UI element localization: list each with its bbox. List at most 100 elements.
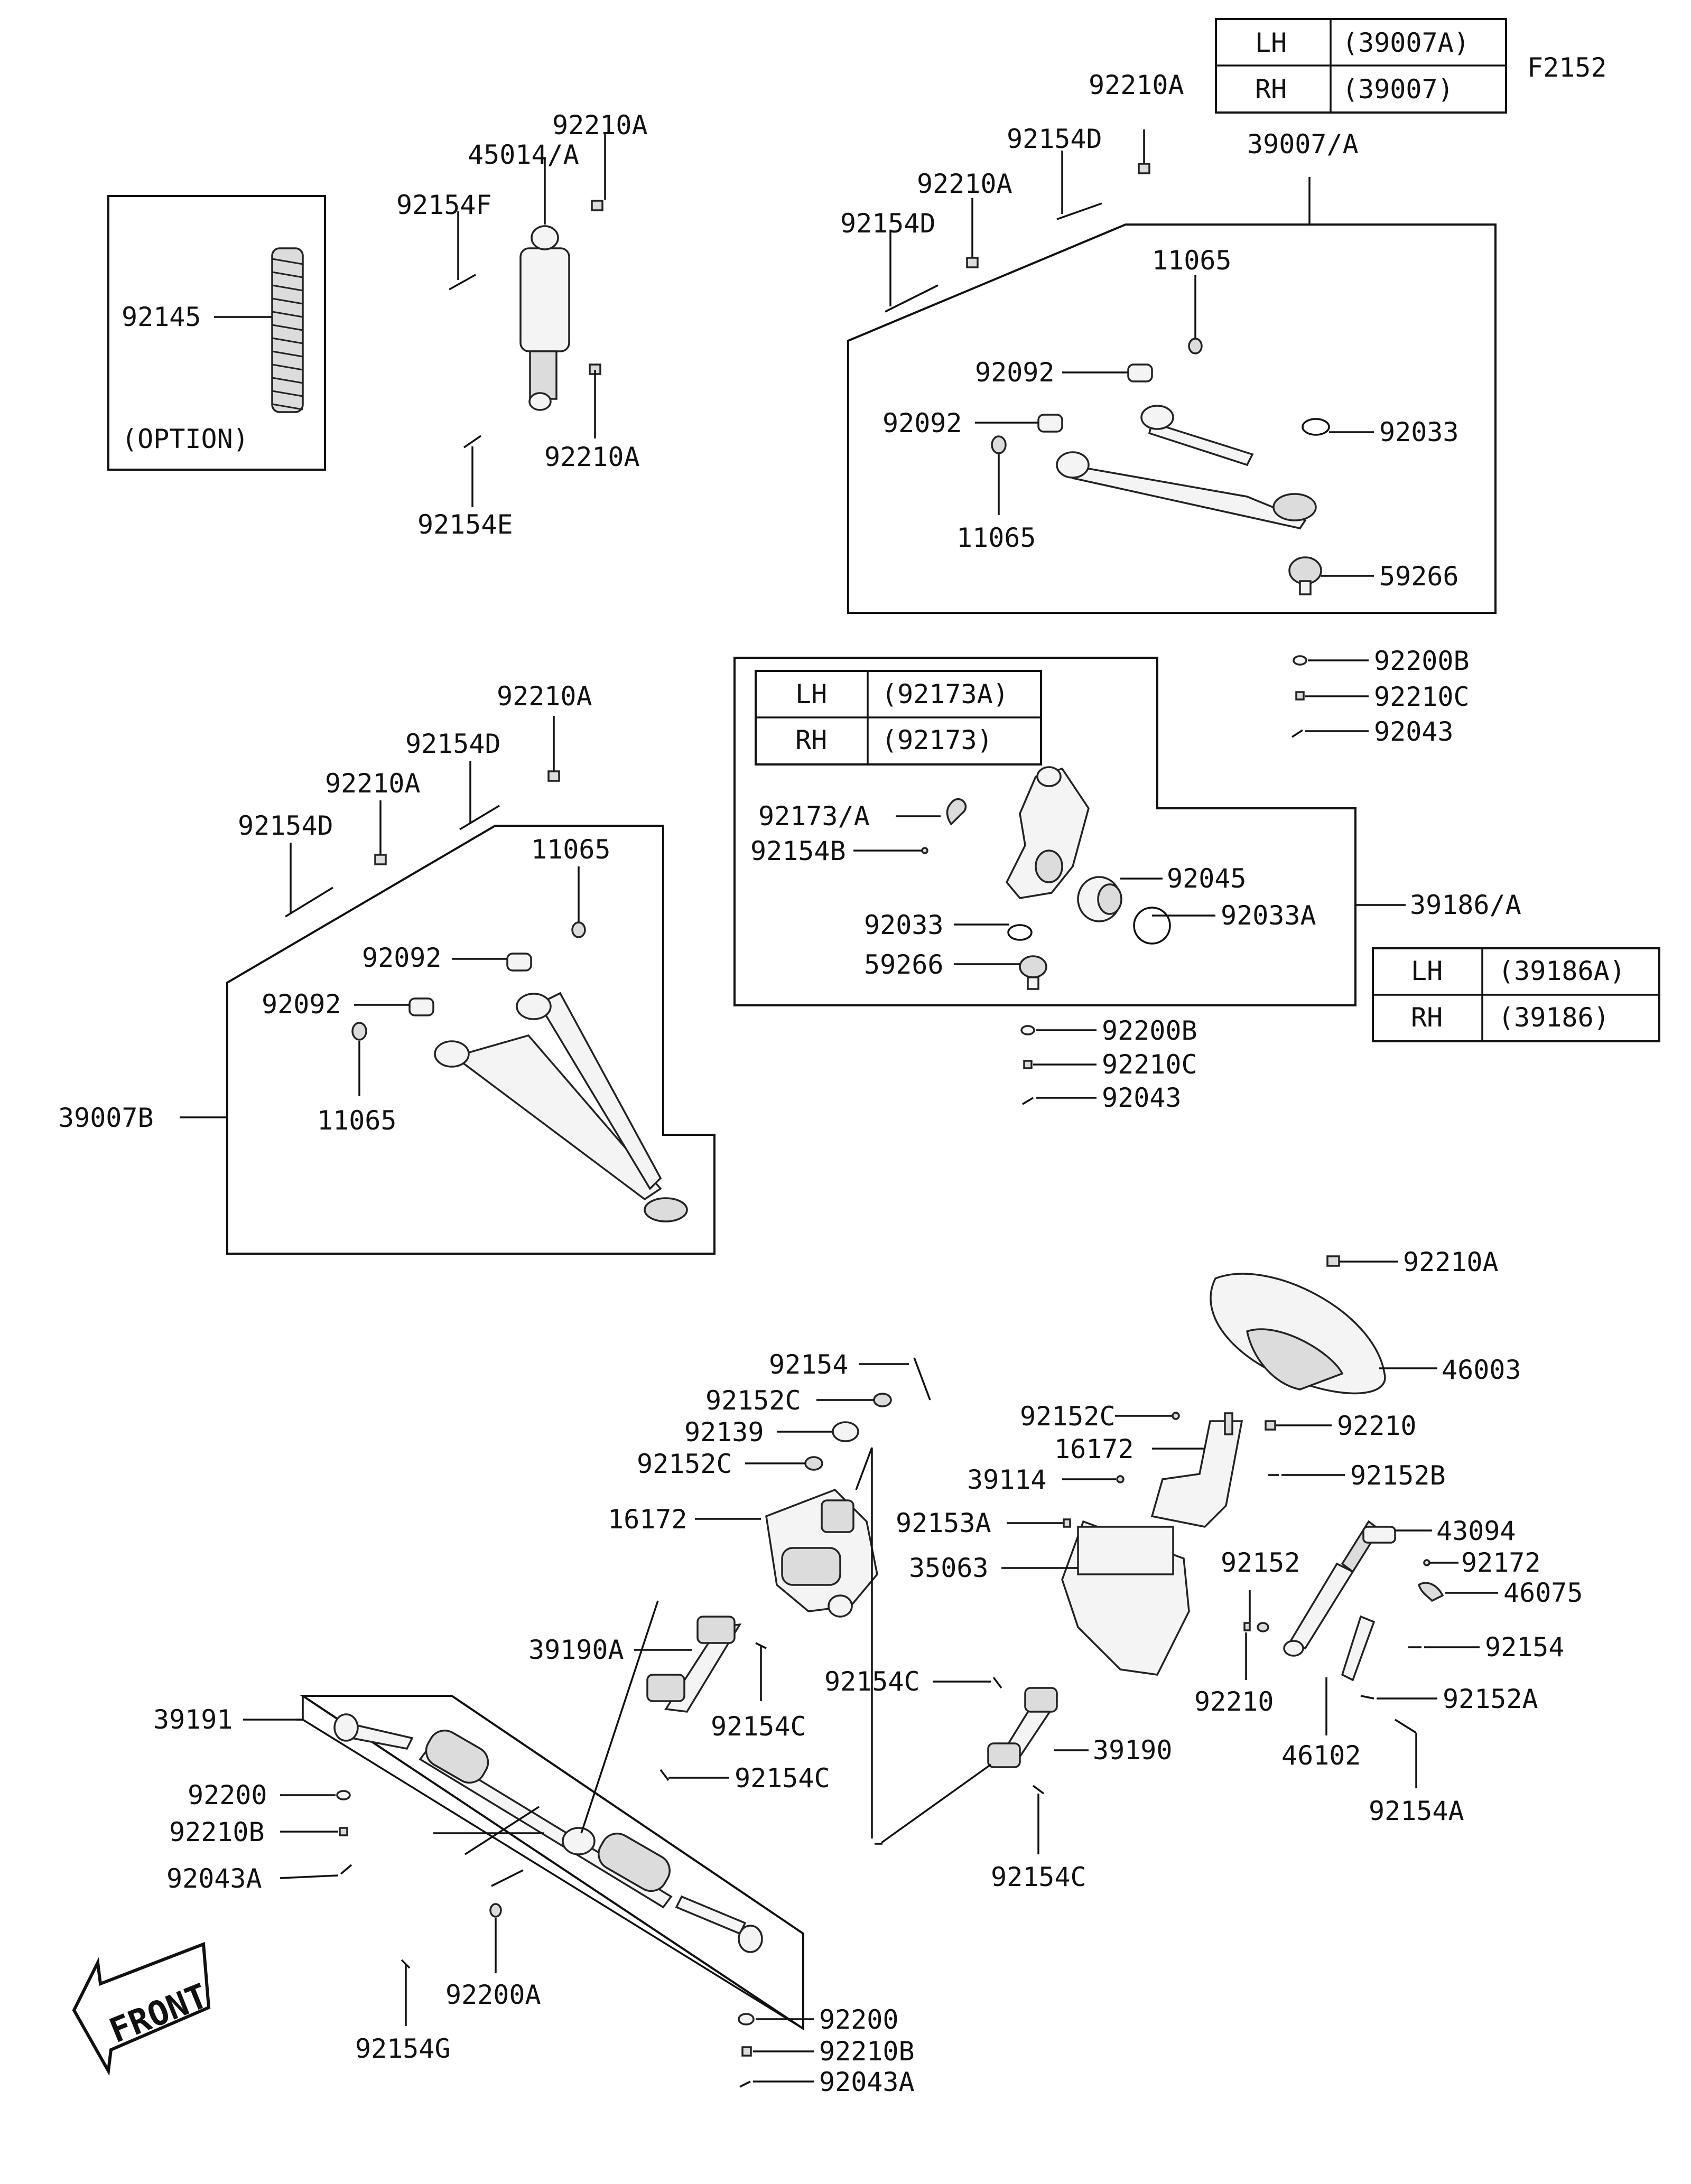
label-la-bolt-1: 92154D xyxy=(405,729,501,759)
label-lower-nut: 92210C xyxy=(1102,1049,1197,1080)
label-spring: 92145 xyxy=(122,302,201,332)
option-spring-group: 92145 (OPTION) xyxy=(107,195,326,471)
label-upper-nut: 92210C xyxy=(1374,682,1470,712)
label-rack-pin-2: 92043A xyxy=(819,2067,915,2097)
label-shaft-bolt-4: 92154C xyxy=(991,1862,1086,1892)
label-knuckle-circlip: 92033 xyxy=(864,910,944,940)
hub-table-side-lh: LH xyxy=(1411,956,1443,986)
label-rack-washer-center: 92200A xyxy=(445,1980,541,2010)
knuckle-part xyxy=(1005,766,1090,899)
label-tilt-bolt-lower: 92154A xyxy=(1369,1796,1464,1826)
label-ua-nut-1: 92210A xyxy=(1089,70,1184,100)
lower-arm-group: 39007B 92210A 92154D 92210A 92154D 11065… xyxy=(58,681,716,1255)
label-ua-bushing-2: 92092 xyxy=(882,408,962,438)
label-la-bushing-2: 92092 xyxy=(262,989,341,1020)
label-rack-nut-2: 92210B xyxy=(819,2036,915,2067)
bearing-part xyxy=(1077,876,1122,922)
front-arrow-badge: FRONT xyxy=(72,1942,213,2076)
ball-joint-lower xyxy=(1019,955,1047,990)
label-bracket-bolt: 92153A xyxy=(896,1508,991,1538)
label-shock-nut-top: 92210A xyxy=(552,110,648,141)
label-shaft-bolt-1: 92154C xyxy=(711,1711,806,1742)
label-shaft-bolt-3: 92154C xyxy=(824,1666,920,1697)
label-ua-circlip: 92033 xyxy=(1379,417,1459,447)
intermediate-shaft-upper-part xyxy=(646,1616,742,1713)
rack-part xyxy=(333,1713,763,1953)
label-tilt-bolt: 92154 xyxy=(1485,1632,1565,1663)
upper-arm-part xyxy=(1056,405,1317,529)
label-shock: 45014/A xyxy=(468,139,579,170)
lower-arm-part xyxy=(434,992,688,1222)
label-eps-washer-2: 92152C xyxy=(637,1449,732,1479)
label-knuckle-bearing: 92045 xyxy=(1167,863,1247,894)
label-rack-mount-bolt: 92154G xyxy=(355,2033,451,2064)
label-shaft-bolt-2: 92154C xyxy=(735,1763,830,1794)
spring-part xyxy=(271,247,304,413)
label-knuckle-bolt: 92154B xyxy=(750,836,846,866)
tilt-cylinder-part xyxy=(1283,1520,1396,1682)
label-ua-bolt-1: 92154D xyxy=(1007,124,1102,154)
hub-table: LH (39186A) RH (39186) xyxy=(1372,947,1660,1042)
label-shock-bolt-bottom: 92154E xyxy=(417,509,513,540)
knuckle-table-code-lh: (92173A) xyxy=(881,679,1009,710)
label-knuckle-clip: 92173/A xyxy=(758,801,870,832)
label-rack-assy: 39191 xyxy=(153,1704,233,1735)
label-col-bolt-small: 39114 xyxy=(967,1464,1047,1495)
hub-table-code-rh: (39186) xyxy=(1498,1002,1610,1033)
label-steering-wheel: 46003 xyxy=(1442,1355,1521,1385)
arm-table-side-lh: LH xyxy=(1255,27,1287,58)
upper-arm-group: 39007/A 92210A 92154D 92210A 92154D 1106… xyxy=(840,70,1497,614)
eps-unit-part xyxy=(765,1488,878,1618)
ball-joint-upper xyxy=(1288,556,1322,595)
label-tilt-end: 43094 xyxy=(1436,1516,1516,1546)
rack-group: 39191 92200 92210B 92043A 92200A 92154G xyxy=(153,1600,915,2097)
label-ua-washer-1: 11065 xyxy=(1152,245,1232,276)
label-col-washer: 92210 xyxy=(1337,1411,1417,1441)
arm-table-side-rh: RH xyxy=(1255,74,1287,105)
arm-side-table: LH (39007A) RH (39007) xyxy=(1215,18,1507,114)
steering-wheel-part xyxy=(1210,1273,1386,1395)
label-eps-bracket: 35063 xyxy=(909,1553,989,1583)
label-col-bolt-top: 92152C xyxy=(1020,1401,1116,1432)
label-tilt-nut: 92210 xyxy=(1194,1686,1274,1717)
arm-table-code-lh: (39007A) xyxy=(1342,27,1470,58)
label-lower-pin: 92043 xyxy=(1102,1082,1182,1113)
label-ua-bolt-2: 92154D xyxy=(840,208,936,239)
label-la-nut-2: 92210A xyxy=(325,768,421,799)
label-la-washer-2: 11065 xyxy=(317,1105,397,1136)
label-shock-bolt-top: 92154F xyxy=(396,190,492,220)
label-la-nut-1: 92210A xyxy=(497,681,592,712)
label-upper-arm: 39007/A xyxy=(1247,129,1359,160)
label-tilt-pin: 92152 xyxy=(1221,1547,1300,1578)
label-ua-bushing-1: 92092 xyxy=(975,357,1055,388)
steering-group: 92210A 46003 92210 92152C 16172 39114 92… xyxy=(528,1247,1583,1892)
label-lower-washer: 92200B xyxy=(1102,1015,1197,1046)
label-eps-unit: 16172 xyxy=(608,1504,687,1535)
label-la-bushing-1: 92092 xyxy=(362,942,442,973)
label-knuckle-snapring: 92033A xyxy=(1221,900,1316,931)
label-ua-washer-2: 11065 xyxy=(956,522,1036,553)
lower-balljoint-hardware: 92200B 92210C 92043 xyxy=(1020,1015,1197,1113)
label-rack-nut-1: 92210B xyxy=(169,1817,265,1847)
arm-table-code-rh: (39007) xyxy=(1342,74,1454,105)
knuckle-table-side-lh: LH xyxy=(795,679,827,710)
label-upper-washer: 92200B xyxy=(1374,646,1470,676)
hub-table-side-rh: RH xyxy=(1411,1002,1443,1033)
diagram-code: F2152 xyxy=(1527,52,1607,83)
label-shock-nut-bottom: 92210A xyxy=(544,442,640,472)
label-tilt-clip: 92172 xyxy=(1461,1547,1541,1578)
knuckle-table-side-rh: RH xyxy=(795,725,827,755)
option-note: (OPTION) xyxy=(122,424,249,454)
intermediate-shaft-lower-part xyxy=(987,1687,1058,1768)
label-upper-pin: 92043 xyxy=(1374,716,1454,747)
label-wheel-nut: 92210A xyxy=(1403,1247,1499,1277)
upper-balljoint-hardware: 92200B 92210C 92043 xyxy=(1292,646,1470,747)
label-tilt-lever: 46075 xyxy=(1503,1578,1583,1608)
label-tilt-washer: 92152A xyxy=(1443,1684,1538,1714)
label-rack-washer-1: 92200 xyxy=(188,1780,267,1810)
label-intermediate-shaft-lower: 39190 xyxy=(1093,1735,1173,1766)
knuckle-table-code-rh: (92173) xyxy=(881,725,993,755)
label-eps-nut: 92139 xyxy=(684,1417,764,1448)
label-col-bolt-right: 92152B xyxy=(1350,1460,1446,1491)
